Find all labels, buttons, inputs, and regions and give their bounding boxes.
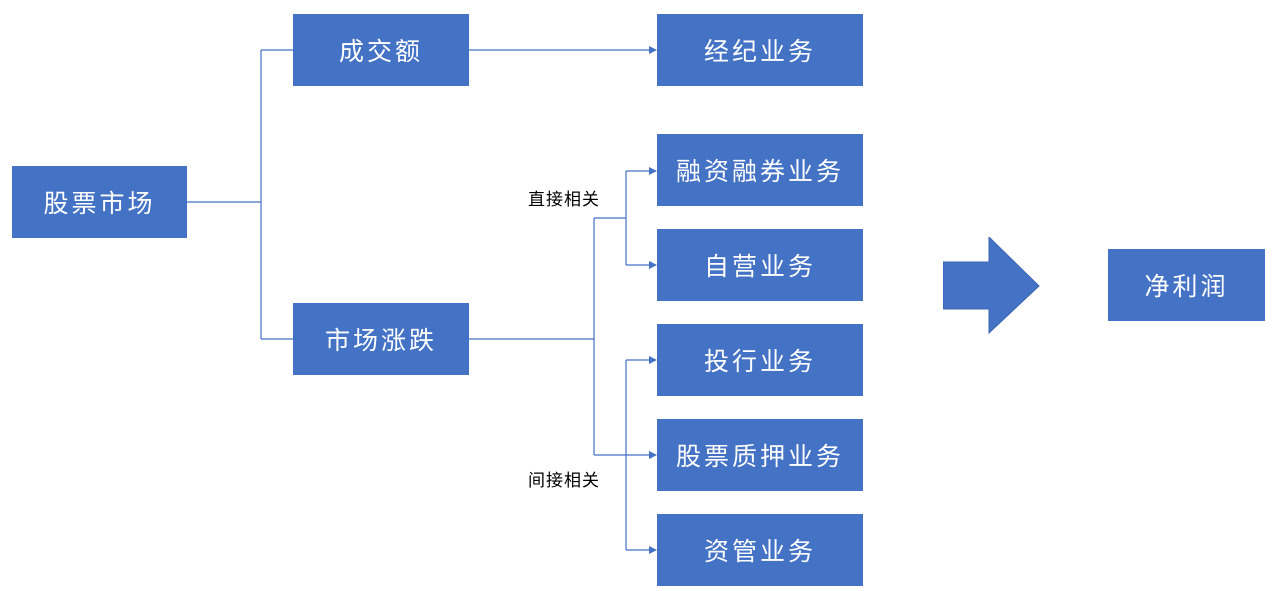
node-stock-pledge: 股票质押业务 [657,419,863,491]
node-proprietary: 自营业务 [657,229,863,301]
node-stock-market: 股票市场 [12,166,187,238]
node-turnover: 成交额 [293,14,469,86]
node-asset-management: 资管业务 [657,514,863,586]
right-arrow-icon [943,237,1040,335]
node-net-profit: 净利润 [1108,249,1265,321]
node-margin-trading: 融资融券业务 [657,134,863,206]
label-direct: 直接相关 [528,190,600,210]
label-indirect: 间接相关 [528,471,600,491]
node-brokerage: 经纪业务 [657,14,863,86]
node-market-moves: 市场涨跌 [293,303,469,375]
node-investment-banking: 投行业务 [657,324,863,396]
